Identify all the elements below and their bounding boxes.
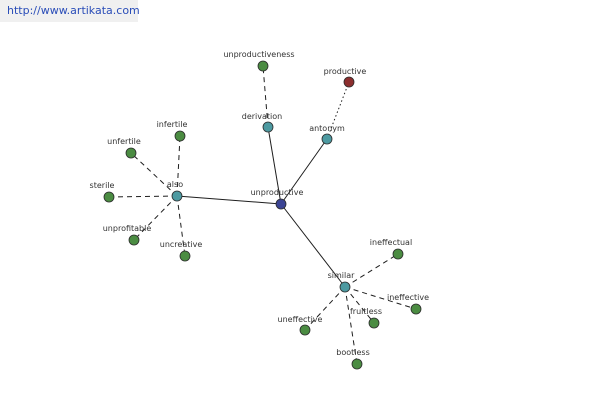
node-uncreative[interactable]: uncreative bbox=[160, 240, 203, 262]
node-label-unprofitable: unprofitable bbox=[103, 224, 152, 233]
node-dot-similar[interactable] bbox=[339, 281, 351, 293]
edge-also-sterile bbox=[108, 195, 178, 198]
node-label-infertile: infertile bbox=[157, 120, 188, 129]
node-unproductiveness[interactable]: unproductiveness bbox=[223, 50, 295, 72]
node-ineffective[interactable]: ineffective bbox=[387, 293, 429, 315]
node-dot-antonym[interactable] bbox=[321, 133, 333, 145]
edge-similar-ineffectual bbox=[344, 253, 399, 288]
node-label-sterile: sterile bbox=[90, 181, 115, 190]
node-label-unproductiveness: unproductiveness bbox=[223, 50, 294, 59]
edge-similar-ineffective bbox=[344, 286, 417, 310]
node-label-antonym: antonym bbox=[309, 124, 345, 133]
node-dot-fruitless[interactable] bbox=[368, 317, 380, 329]
node-productive[interactable]: productive bbox=[324, 67, 367, 88]
node-label-also: also bbox=[167, 180, 183, 189]
node-dot-also[interactable] bbox=[171, 190, 183, 202]
node-label-fruitless: fruitless bbox=[350, 307, 382, 316]
node-dot-unfertile[interactable] bbox=[125, 147, 137, 159]
edge-also-unprofitable bbox=[133, 195, 178, 241]
node-label-bootless: bootless bbox=[336, 348, 369, 357]
node-dot-derivation[interactable] bbox=[262, 121, 274, 133]
node-label-productive: productive bbox=[324, 67, 367, 76]
edge-unproductive-antonym bbox=[280, 138, 328, 205]
edge-similar-uneffective bbox=[304, 286, 346, 331]
node-dot-unproductive[interactable] bbox=[275, 198, 287, 210]
node-fruitless[interactable]: fruitless bbox=[350, 307, 382, 329]
node-label-similar: similar bbox=[328, 271, 356, 280]
node-dot-sterile[interactable] bbox=[103, 191, 115, 203]
edge-also-unfertile bbox=[130, 152, 178, 197]
node-similar[interactable]: similar bbox=[328, 271, 356, 293]
node-dot-uneffective[interactable] bbox=[299, 324, 311, 336]
edge-layer bbox=[108, 65, 417, 365]
node-dot-ineffectual[interactable] bbox=[392, 248, 404, 260]
edge-unproductive-also bbox=[176, 195, 282, 205]
edge-similar-fruitless bbox=[344, 286, 375, 324]
edge-also-infertile bbox=[176, 135, 181, 197]
node-infertile[interactable]: infertile bbox=[157, 120, 188, 142]
edge-unproductive-similar bbox=[280, 203, 346, 288]
edge-also-uncreative bbox=[176, 195, 186, 257]
node-unproductive[interactable]: unproductive bbox=[251, 188, 304, 210]
node-unprofitable[interactable]: unprofitable bbox=[103, 224, 152, 246]
node-ineffectual[interactable]: ineffectual bbox=[370, 238, 412, 260]
node-label-uneffective: uneffective bbox=[278, 315, 323, 324]
node-dot-unprofitable[interactable] bbox=[128, 234, 140, 246]
node-uneffective[interactable]: uneffective bbox=[278, 315, 323, 336]
node-bootless[interactable]: bootless bbox=[336, 348, 370, 370]
source-url-banner[interactable]: http://www.artikata.com bbox=[0, 0, 140, 22]
node-label-unproductive: unproductive bbox=[251, 188, 304, 197]
node-dot-unproductiveness[interactable] bbox=[257, 60, 269, 72]
node-label-unfertile: unfertile bbox=[107, 137, 141, 146]
node-layer: unproductive derivation antonym also similar… bbox=[90, 50, 429, 370]
node-dot-productive[interactable] bbox=[343, 76, 355, 88]
edge-unproductive-derivation bbox=[267, 126, 282, 205]
node-dot-uncreative[interactable] bbox=[179, 250, 191, 262]
node-sterile[interactable]: sterile bbox=[90, 181, 115, 203]
node-dot-bootless[interactable] bbox=[351, 358, 363, 370]
node-label-uncreative: uncreative bbox=[160, 240, 203, 249]
node-also[interactable]: also bbox=[167, 180, 183, 202]
node-dot-ineffective[interactable] bbox=[410, 303, 422, 315]
edge-similar-bootless bbox=[344, 286, 358, 365]
node-label-ineffectual: ineffectual bbox=[370, 238, 412, 247]
node-dot-infertile[interactable] bbox=[174, 130, 186, 142]
edge-derivation-unproductiveness bbox=[262, 65, 269, 128]
node-antonym[interactable]: antonym bbox=[309, 124, 345, 145]
node-derivation[interactable]: derivation bbox=[242, 112, 282, 133]
node-unfertile[interactable]: unfertile bbox=[107, 137, 141, 159]
node-label-derivation: derivation bbox=[242, 112, 282, 121]
node-label-ineffective: ineffective bbox=[387, 293, 429, 302]
